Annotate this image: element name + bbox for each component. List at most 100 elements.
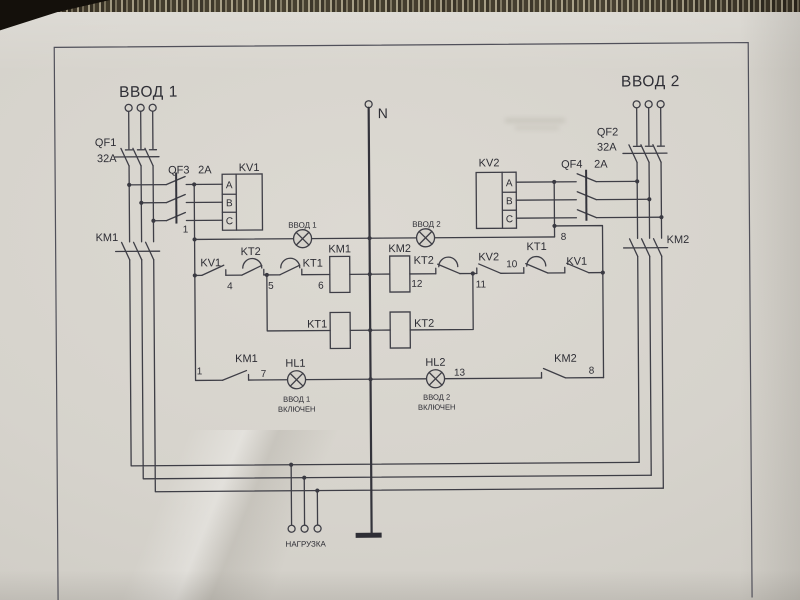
kv1-no-contact-left <box>201 264 227 277</box>
neutral-label: N <box>378 105 388 121</box>
paper-showthrough-smudge <box>503 116 569 133</box>
qf2-label: QF2 <box>597 126 618 138</box>
load-label: НАГРУЗКА <box>285 540 326 549</box>
neutral-line: N <box>355 100 388 538</box>
wire-number-8-bottom: 8 <box>589 366 595 377</box>
qf4-label: QF4 <box>561 159 582 171</box>
hl1-caption-line1: ВВОД 1 <box>283 395 310 404</box>
kv1-phase-b-label: B <box>226 198 233 209</box>
wire-number-5: 5 <box>268 281 274 292</box>
qf4-rating-label: 2A <box>594 159 608 171</box>
input2-title: ВВОД 2 <box>621 73 680 90</box>
kv1-no-contact-right <box>564 262 590 274</box>
kt2-time-contact-right <box>435 256 461 275</box>
input2-terminal-icon <box>656 100 665 109</box>
qf3-breaker-symbol: QF3 2A <box>128 164 224 224</box>
input1-lamp-caption: ВВОД 1 <box>288 221 317 230</box>
qf1-breaker-symbol <box>114 147 160 167</box>
qf1-rating-label: 32A <box>97 153 117 165</box>
input1-terminal-icon <box>136 103 145 112</box>
load-section: НАГРУЗКА <box>285 464 327 549</box>
qf2-breaker-symbol <box>622 144 668 163</box>
photo-table-edge <box>0 0 800 12</box>
wire-number-8-top: 8 <box>561 232 567 243</box>
input2-lamp-icon <box>415 228 436 248</box>
input1-power-section: ВВОД 1 QF1 32A KM1 <box>95 84 664 493</box>
km1-coil-label: KM1 <box>328 243 351 255</box>
kv2-contact-right-label: KV2 <box>478 251 499 263</box>
kv2-no-contact-right <box>476 263 502 275</box>
hl1-label: HL1 <box>285 358 305 370</box>
km1-aux-contact <box>221 369 250 381</box>
load-terminal-icon <box>313 524 322 533</box>
wire-number-11: 11 <box>476 279 487 290</box>
input1-terminal-icon <box>148 103 157 112</box>
qf3-rating-label: 2A <box>198 164 212 176</box>
drawing-frame <box>53 41 753 600</box>
control-feed-wires: 1 8 <box>183 181 605 382</box>
hl2-lamp-icon <box>425 369 446 389</box>
input1-terminal-icon <box>124 103 133 113</box>
km2-coil-label: KM2 <box>388 243 411 255</box>
kt1-contact-right-label: KT1 <box>526 241 546 253</box>
paper-fold-shadow <box>0 430 430 600</box>
km1-coil <box>329 255 351 294</box>
signal-lamp-row: 1 KM1 7 HL1 ВВОД 1 ВКЛЮЧЕН HL2 13 ВВОД 2… <box>194 353 605 414</box>
kv1-phase-c-label: C <box>226 216 233 227</box>
kt2-contact-right-label: KT2 <box>414 255 434 267</box>
paper-bottom-shade <box>0 570 800 600</box>
input1-title: ВВОД 1 <box>119 84 178 101</box>
kv2-phase-b-label: B <box>506 196 513 207</box>
km2-contactor-symbol <box>622 238 669 257</box>
kv1-contact-left-label: KV1 <box>200 257 221 269</box>
input1-lamp-icon <box>292 229 313 249</box>
hl2-caption-line2: ВКЛЮЧЕН <box>418 403 456 412</box>
kv1-contact-right-label: KV1 <box>566 256 587 268</box>
wire-number-4: 4 <box>227 281 233 292</box>
kt2-coil <box>389 311 411 349</box>
qf3-label: QF3 <box>168 164 189 176</box>
input2-terminal-icon <box>644 100 653 109</box>
km2-coil <box>389 255 411 293</box>
kt2-time-contact-left <box>241 257 265 276</box>
wire-number-10: 10 <box>506 259 518 270</box>
kv1-phase-a-label: A <box>226 180 233 191</box>
kt1-time-contact-right <box>523 255 549 274</box>
kv2-block-label: KV2 <box>479 157 500 169</box>
load-terminal-icon <box>300 524 309 533</box>
hl1-caption-line2: ВКЛЮЧЕН <box>278 405 316 414</box>
wire-number-12: 12 <box>411 279 423 290</box>
hl2-label: HL2 <box>425 357 445 369</box>
kv1-block-label: KV1 <box>239 162 260 174</box>
wire-number-13: 13 <box>454 368 466 379</box>
input-indicator-row: ВВОД 1 ВВОД 2 <box>193 220 556 249</box>
input2-power-section: ВВОД 2 QF2 32A KM2 <box>597 73 690 489</box>
kv2-phase-c-label: C <box>506 214 513 225</box>
wire-number-1-bottom: 1 <box>197 366 203 377</box>
kt1-coil-label: KT1 <box>307 319 327 331</box>
kv2-relay-block: A B C KV2 <box>475 157 518 230</box>
hl1-lamp-icon <box>286 370 307 390</box>
km1-contactor-symbol <box>115 241 161 261</box>
km1-contactor-label: KM1 <box>96 232 119 244</box>
kt1-contact-left-label: KT1 <box>303 258 323 270</box>
kt1-coil <box>329 311 351 350</box>
kv1-relay-block: A B C KV1 <box>221 162 264 231</box>
junction-dots <box>127 179 664 493</box>
km1-aux-contact-label: KM1 <box>235 353 258 365</box>
load-terminal-icon <box>287 524 296 533</box>
km2-contactor-label: KM2 <box>667 234 690 246</box>
input2-lamp-caption: ВВОД 2 <box>412 220 441 229</box>
input2-phase-wires <box>636 107 664 489</box>
wire-number-6: 6 <box>318 281 324 292</box>
kv2-phase-a-label: A <box>506 178 513 189</box>
wire-number-7: 7 <box>261 369 267 380</box>
kt2-coil-label: KT2 <box>414 318 434 330</box>
hl2-caption-line1: ВВОД 2 <box>423 393 450 402</box>
km2-aux-contact <box>540 367 567 379</box>
km2-aux-contact-label: KM2 <box>554 353 577 365</box>
